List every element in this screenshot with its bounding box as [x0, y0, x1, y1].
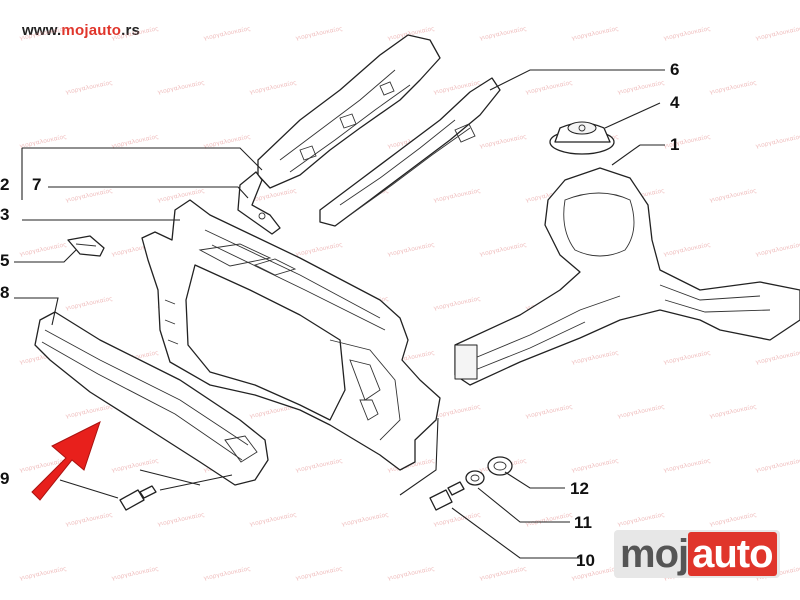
watermark-text: γιοργαλουκαίος: [249, 511, 297, 528]
watermark-text: γιοργαλουκαίος: [525, 403, 573, 420]
watermark-text: γιοργαλουκαίος: [709, 511, 757, 528]
watermark-text: γιοργαλουκαίος: [709, 79, 757, 96]
site-url[interactable]: www.mojauto.rs: [22, 22, 140, 39]
watermark-text: γιοργαλουκαίος: [111, 133, 159, 150]
callout-2: 2: [0, 175, 9, 194]
watermark-text: γιοργαλουκαίος: [617, 403, 665, 420]
watermark-text: γιοργαλουκαίος: [663, 349, 711, 366]
watermark-text: γιοργαλουκαίος: [755, 25, 800, 42]
callout-6: 6: [670, 60, 679, 79]
watermark-text: γιοργαλουκαίος: [663, 457, 711, 474]
watermark-text: γιοργαλουκαίος: [387, 241, 435, 258]
watermark-text: γιοργαλουκαίος: [295, 457, 343, 474]
watermark-text: γιοργαλουκαίος: [19, 133, 67, 150]
watermark-text: γιοργαλουκαίος: [663, 241, 711, 258]
part-11-washer: [465, 470, 485, 486]
watermark-text: γιοργαλουκαίος: [755, 241, 800, 258]
watermark-text: γιοργαλουκαίος: [203, 565, 251, 582]
watermark-text: γιοργαλουκαίος: [65, 511, 113, 528]
watermark-text: γιοργαλουκαίος: [19, 25, 67, 42]
callout-9: 9: [0, 469, 9, 488]
watermark-text: γιοργαλουκαίος: [295, 25, 343, 42]
part-10-bolt: [429, 481, 465, 511]
part-5-clip: [67, 235, 105, 257]
watermark-text: γιοργαλουκαίος: [433, 403, 481, 420]
watermark-text: γιοργαλουκαίος: [755, 133, 800, 150]
callout-7: 7: [32, 175, 41, 194]
watermark-text: γιοργαλουκαίος: [663, 25, 711, 42]
part-6-upper-rail: [257, 34, 441, 189]
watermark-text: γιοργαλουκαίος: [479, 25, 527, 42]
watermark-text: γιοργαλουκαίος: [525, 511, 573, 528]
url-prefix: www.: [22, 22, 62, 39]
callout-1: 1: [670, 135, 679, 154]
watermark-text: γιοργαλουκαίος: [157, 187, 205, 204]
part-4-top-mount: [549, 121, 615, 155]
part-8-bumper-beam: [34, 311, 269, 486]
watermark-text: γιοργαλουκαίος: [755, 349, 800, 366]
watermark-text: γιοργαλουκαίος: [111, 457, 159, 474]
part-9-bolt: [119, 485, 157, 511]
part-3-front-frame: [141, 199, 441, 471]
watermark-text: γιοργαλουκαίος: [525, 79, 573, 96]
callout-8: 8: [0, 283, 9, 302]
watermark-text: γιοργαλουκαίος: [111, 25, 159, 42]
watermark-text: γιοργαλουκαίος: [295, 241, 343, 258]
url-brand: mojauto: [61, 22, 122, 39]
leader-lines: [14, 69, 665, 559]
watermark-text: γιοργαλουκαίος: [571, 457, 619, 474]
watermark-text: γιοργαλουκαίος: [479, 133, 527, 150]
callout-10: 10: [576, 551, 595, 570]
watermark-text: γιοργαλουκαίος: [157, 79, 205, 96]
watermark-text: γιοργαλουκαίος: [341, 511, 389, 528]
watermark-text: γιοργαλουκαίος: [203, 25, 251, 42]
watermark-text: γιοργαλουκαίος: [249, 79, 297, 96]
callout-labels: 1 2 3 4 5 6 7 8 9 10 11 12: [0, 60, 680, 570]
watermark-text: γιοργαλουκαίος: [709, 187, 757, 204]
watermark-text: γιοργαλουκαίος: [19, 565, 67, 582]
watermark-text: γιοργαλουκαίος: [387, 565, 435, 582]
callout-5: 5: [0, 251, 9, 270]
url-suffix: .rs: [121, 22, 141, 39]
watermark-text: γιοργαλουκαίος: [433, 295, 481, 312]
watermark-text: γιοργαλουκαίος: [433, 511, 481, 528]
logo-part2: auto: [688, 532, 777, 576]
watermark-text: γιοργαλουκαίος: [65, 187, 113, 204]
watermark-text: γιοργαλουκαίος: [111, 565, 159, 582]
callout-12: 12: [570, 479, 589, 498]
part-7-bracket: [237, 171, 281, 235]
watermark-text: γιοργαλουκαίος: [295, 565, 343, 582]
watermark-text: γιοργαλουκαίος: [709, 403, 757, 420]
part-6-lower-member: [319, 77, 501, 227]
watermark-text: γιοργαλουκαίος: [479, 241, 527, 258]
watermark-text: γιοργαλουκαίος: [479, 565, 527, 582]
watermark-text: γιοργαλουκαίος: [203, 133, 251, 150]
logo-part1: moj: [620, 532, 689, 576]
watermark-text: γιοργαλουκαίος: [571, 25, 619, 42]
watermark-text: γιοργαλουκαίος: [157, 511, 205, 528]
watermark-text: γιοργαλουκαίος: [571, 349, 619, 366]
callout-11: 11: [574, 513, 592, 532]
part-1-front-rail: [454, 167, 800, 386]
part-12-washer: [487, 456, 513, 476]
callout-4: 4: [670, 93, 680, 112]
callout-3: 3: [0, 205, 9, 224]
watermark-text: γιοργαλουκαίος: [65, 79, 113, 96]
watermark-text: γιοργαλουκαίος: [19, 241, 67, 258]
watermark-text: γιοργαλουκαίος: [65, 403, 113, 420]
watermark-text: γιοργαλουκαίος: [65, 295, 113, 312]
watermark-text: γιοργαλουκαίος: [617, 511, 665, 528]
red-indicator-arrow: [31, 421, 101, 501]
watermark-text: γιοργαλουκαίος: [433, 187, 481, 204]
watermark-text: γιοργαλουκαίος: [755, 457, 800, 474]
watermark-text: γιοργαλουκαίος: [617, 79, 665, 96]
